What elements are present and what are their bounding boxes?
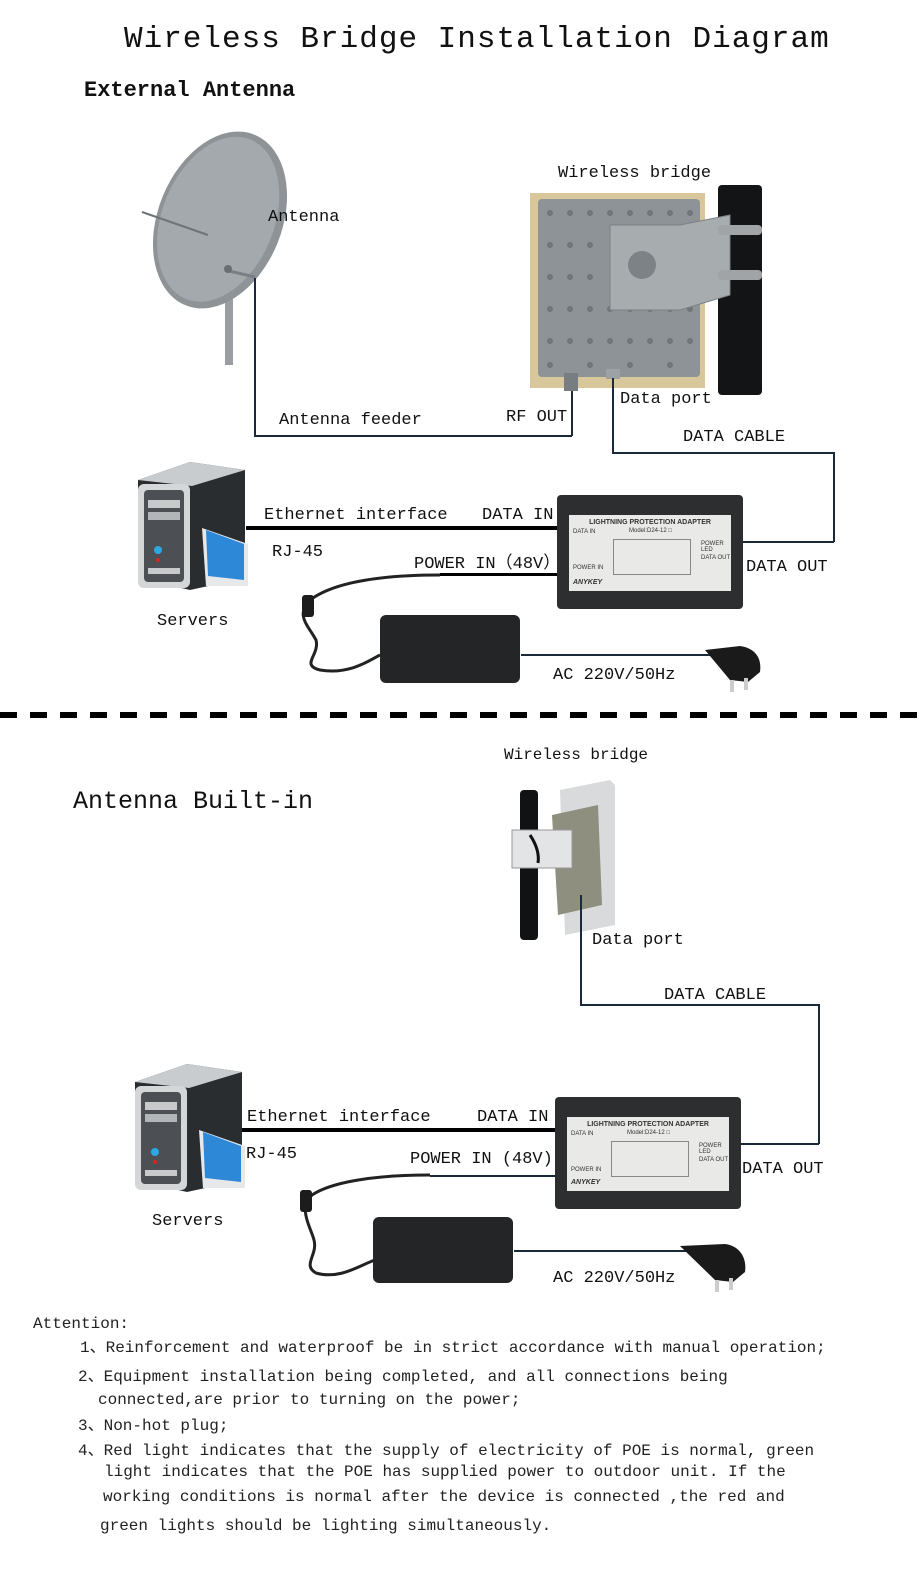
antenna-feeder-wire [254,278,256,436]
attention-item-2-cont: connected,are prior to turning on the po… [98,1391,521,1409]
adapter-brand-2: ANYKEY [571,1179,601,1186]
data-cable-wire [612,452,834,454]
data-out-label-2: DATA OUT [742,1160,824,1179]
attention-item-1: 1、Reinforcement and waterproof be in str… [80,1339,826,1357]
data-port-label-2: Data port [592,931,684,950]
ethernet-cable [246,526,558,530]
power-adapter-icon-2 [300,1173,431,1277]
rf-out-wire [571,390,573,436]
dish-antenna-icon [141,131,288,365]
section-heading-external-antenna: External Antenna [84,78,296,103]
wireless-bridge-label: Wireless bridge [558,164,712,183]
adapter-model-2: Model:D24-12 □ [627,1130,670,1136]
data-port-label: Data port [620,390,712,409]
antenna-feeder-wire-horizontal [254,435,572,437]
data-port-wire-2 [580,895,582,1005]
adapter-model: Model:D24-12 □ [629,528,672,534]
server-icon [138,462,248,590]
rf-out-label: RF OUT [506,408,568,427]
adapter-port-data-in: DATA IN [573,529,596,535]
adapter-port-power-led: POWER LED [701,541,724,553]
attention-item-2: 2、Equipment installation being completed… [78,1368,728,1386]
rj45-label: RJ-45 [272,543,324,562]
data-cable-wire-vertical-2 [818,1004,820,1144]
lightning-protection-adapter-2: LIGHTNING PROTECTION ADAPTER Model:D24-1… [555,1097,741,1209]
adapter-port-data-out-2: DATA OUT [699,1157,729,1163]
ac-cable-2 [514,1250,704,1252]
attention-item-4-cont2: working conditions is normal after the d… [103,1488,785,1506]
power-in-label-2: POWER IN (48V) [410,1150,553,1169]
power-plug-icon [705,646,761,692]
antenna-label: Antenna [268,208,340,227]
section-divider [0,712,920,718]
power-plug-icon-2 [680,1244,746,1292]
power-in-cable [440,573,558,576]
adapter-port-data-out: DATA OUT [701,555,731,561]
wireless-bridge-integrated-icon [511,780,615,940]
ac-cable [521,654,711,656]
data-out-label: DATA OUT [746,558,828,577]
section-heading-antenna-built-in: Antenna Built-in [73,787,314,816]
server-icon-2 [135,1064,245,1192]
rj45-label-2: RJ-45 [246,1145,298,1164]
ac-power-label: AC 220V/50Hz [553,666,676,685]
wireless-bridge-label-2: Wireless bridge [504,746,649,764]
data-port-wire [612,378,614,453]
attention-item-4-cont3: green lights should be lighting simultan… [100,1517,552,1535]
ethernet-interface-label: Ethernet interface [264,506,448,525]
attention-item-4-cont1: light indicates that the POE has supplie… [104,1463,786,1481]
adapter-title: LIGHTNING PROTECTION ADAPTER [589,519,711,526]
servers-label: Servers [157,612,229,631]
lightning-protection-adapter: LIGHTNING PROTECTION ADAPTER Model:D24-1… [557,495,743,609]
page-title: Wireless Bridge Installation Diagram [124,22,830,57]
ethernet-interface-label-2: Ethernet interface [247,1108,431,1127]
attention-item-4: 4、Red light indicates that the supply of… [78,1442,815,1460]
attention-item-3: 3、Non-hot plug; [78,1417,229,1435]
data-cable-wire-vertical [833,452,835,542]
data-cable-label-2: DATA CABLE [664,986,767,1005]
data-in-label-2: DATA IN [477,1108,549,1127]
antenna-feeder-label: Antenna feeder [279,411,422,430]
servers-label-2: Servers [152,1212,224,1231]
adapter-title-2: LIGHTNING PROTECTION ADAPTER [587,1121,709,1128]
wireless-bridge-panel-icon [530,185,762,395]
ethernet-cable-2 [242,1128,556,1132]
adapter-brand: ANYKEY [573,579,603,586]
data-cable-label: DATA CABLE [683,428,786,447]
ac-power-label-2: AC 220V/50Hz [553,1269,676,1288]
ac-adapter-brick-2 [373,1217,513,1283]
adapter-port-data-in-2: DATA IN [571,1131,594,1137]
power-in-cable-2 [430,1175,556,1177]
data-out-wire [743,541,834,543]
data-out-wire-2 [740,1143,819,1145]
adapter-port-power-in: POWER IN [573,565,604,571]
data-in-label: DATA IN [482,506,554,525]
ac-adapter-brick [380,615,520,683]
attention-heading: Attention: [33,1315,130,1333]
adapter-port-power-led-2: POWER LED [699,1143,722,1155]
data-cable-wire-2 [580,1004,819,1006]
power-in-label: POWER IN（48V） [414,555,561,574]
adapter-port-power-in-2: POWER IN [571,1167,602,1173]
power-adapter-icon [301,573,441,673]
